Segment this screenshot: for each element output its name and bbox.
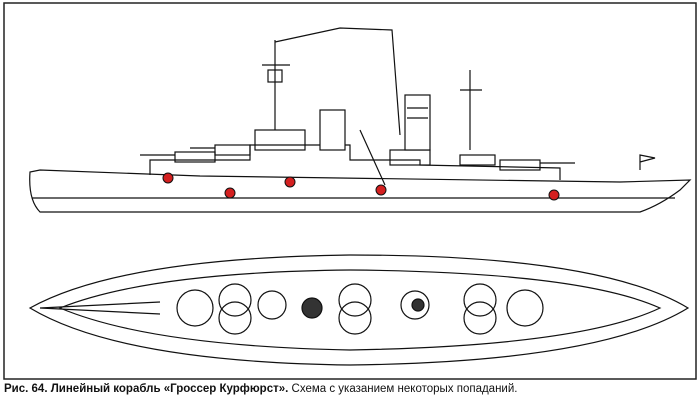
top-view <box>28 254 690 366</box>
caption-text: Схема с указанием некоторых попаданий. <box>291 383 518 395</box>
hit-marker <box>224 187 236 199</box>
hit-marker <box>375 184 387 196</box>
side-profile <box>29 27 692 213</box>
hit-markers <box>162 172 560 201</box>
caption-title: Рис. 64. Линейный корабль «Гроссер Курфю… <box>4 383 289 395</box>
hit-marker <box>284 176 296 188</box>
hit-marker <box>548 189 560 201</box>
figure-caption: Рис. 64. Линейный корабль «Гроссер Курфю… <box>4 383 517 395</box>
hit-marker <box>162 172 174 184</box>
